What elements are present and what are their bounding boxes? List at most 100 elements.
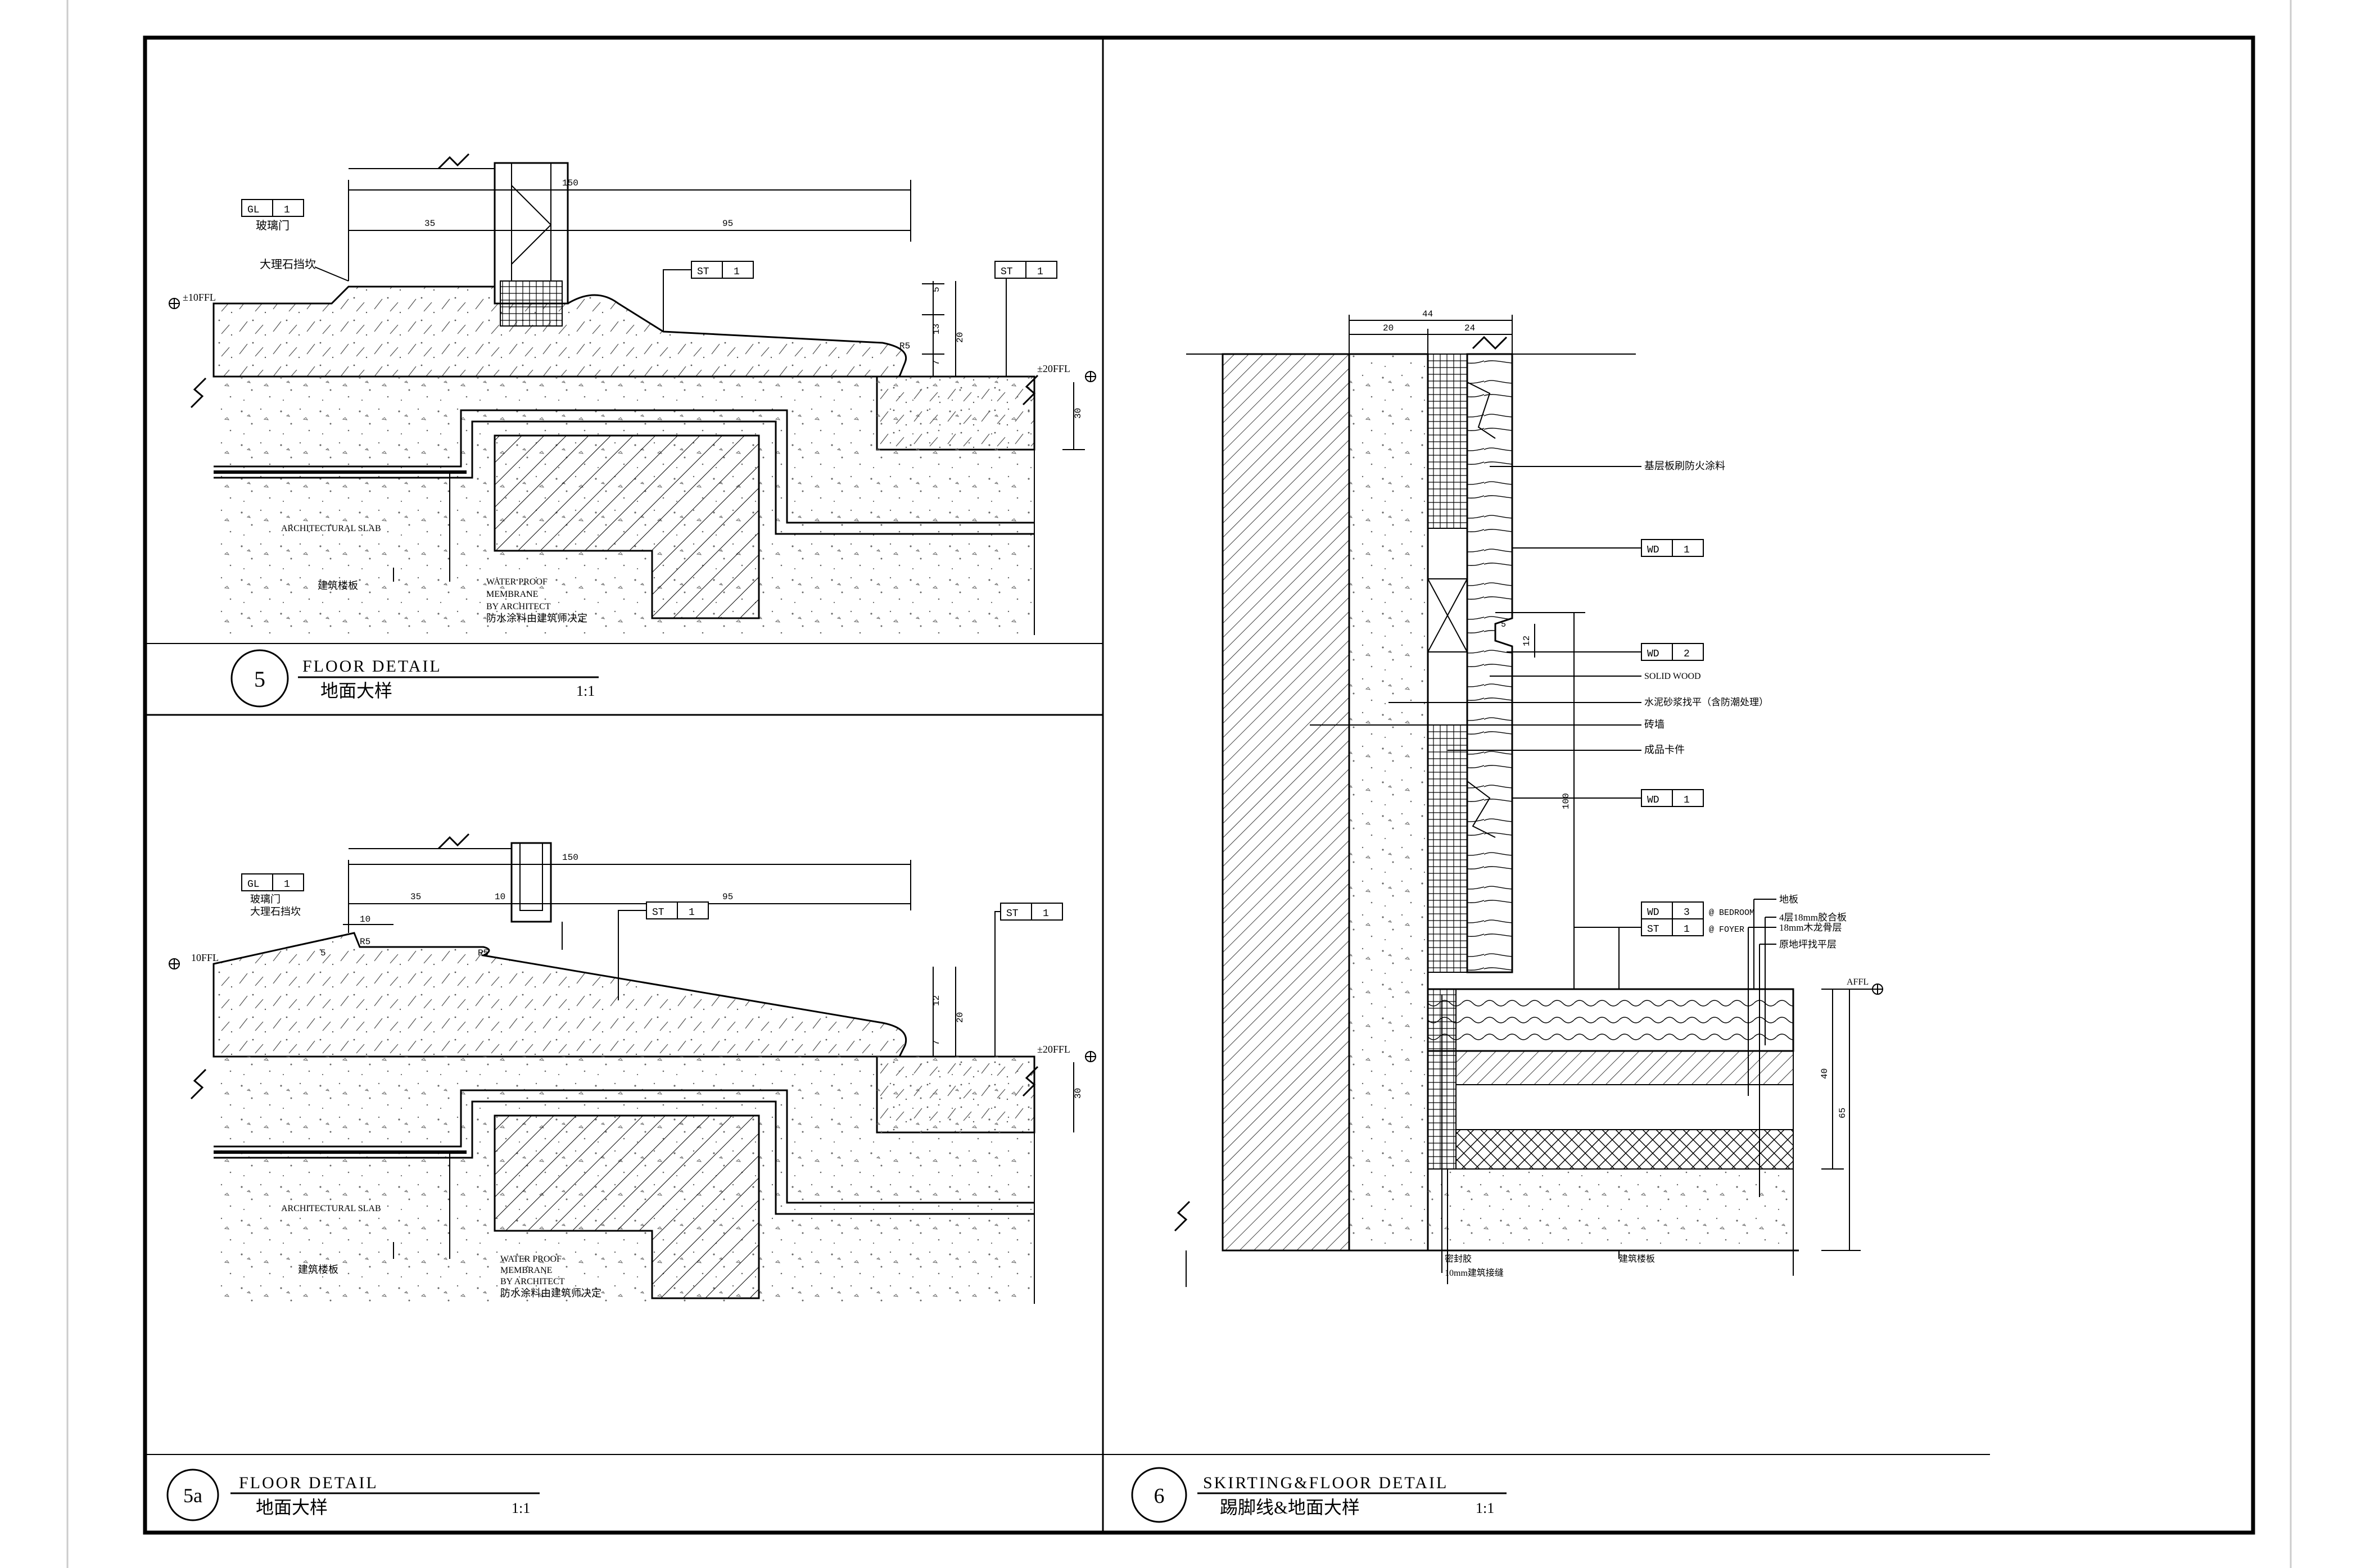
svg-text:3: 3 [1684, 907, 1690, 918]
svg-text:1: 1 [1043, 908, 1049, 919]
subtitle-5: 地面大样 [320, 681, 392, 701]
tag-wd2: WD 2 [1641, 643, 1704, 661]
svg-text:玻璃门: 玻璃门 [250, 894, 281, 905]
svg-text:ST: ST [1006, 908, 1019, 919]
svg-text:R5: R5 [899, 341, 910, 351]
tag-wd1b: WD 1 [1641, 789, 1704, 807]
svg-text:ST: ST [697, 266, 709, 278]
svg-text:建筑楼板: 建筑楼板 [1619, 1254, 1655, 1264]
svg-text:砖墙: 砖墙 [1644, 719, 1665, 730]
title-block-6: 6 SKIRTING&FLOOR DETAIL 踢脚线&地面大样 1:1 [1103, 1454, 1990, 1523]
subtitle-6: 踢脚线&地面大样 [1220, 1497, 1360, 1517]
svg-text:@ FOYER: @ FOYER [1709, 925, 1744, 935]
svg-text:20: 20 [955, 332, 965, 343]
floor-finish-layer [1427, 988, 1794, 1052]
svg-text:13: 13 [931, 324, 942, 334]
svg-text:WATER PROOF: WATER PROOF [500, 1254, 562, 1264]
svg-text:7: 7 [931, 1040, 942, 1045]
svg-text:防水涂料由建筑师决定: 防水涂料由建筑师决定 [486, 613, 587, 624]
svg-text:MEMBRANE: MEMBRANE [500, 1266, 552, 1275]
svg-text:95: 95 [722, 892, 733, 902]
title-block-5: 5 FLOOR DETAIL 地面大样 1:1 [145, 643, 1103, 708]
svg-text:10mm建筑接缝: 10mm建筑接缝 [1445, 1268, 1504, 1278]
svg-text:65: 65 [1838, 1108, 1848, 1118]
scale-5a: 1:1 [512, 1500, 530, 1516]
floor-slab-6 [1428, 1169, 1793, 1250]
svg-text:成品卡件: 成品卡件 [1644, 744, 1685, 755]
svg-text:1: 1 [284, 879, 290, 890]
detail-number-6: 6 [1154, 1484, 1165, 1508]
detail-5a-drawing: GL 1 ST 1 ST 1 玻璃门 大理石挡坎 10FFL ±20FFL AR… [169, 833, 1096, 1304]
stone-threshold-5a [212, 932, 907, 1058]
sheet-frame [66, 0, 2292, 1568]
svg-text:35: 35 [424, 219, 435, 229]
svg-text:20: 20 [955, 1012, 965, 1023]
svg-text:AFFL: AFFL [1847, 977, 1869, 987]
svg-text:基层板刷防火涂料: 基层板刷防火涂料 [1644, 460, 1725, 472]
svg-text:水泥砂浆找平（含防潮处理）: 水泥砂浆找平（含防潮处理） [1644, 697, 1769, 708]
title-block-5a: 5a FLOOR DETAIL 地面大样 1:1 [145, 1454, 1103, 1521]
tag-wd1: WD 1 [1641, 539, 1704, 557]
svg-text:WD: WD [1647, 545, 1659, 556]
detail-6-drawing: WD 1 WD 2 WD 1 WD 3 @ BEDROOM ST 1 @ F [1174, 309, 1883, 1287]
svg-text:1: 1 [1037, 266, 1043, 278]
svg-text:1: 1 [1684, 795, 1690, 806]
svg-text:30: 30 [1073, 1088, 1083, 1099]
tag-gl-5a: GL 1 [241, 873, 304, 891]
title-5a: FLOOR DETAIL [239, 1474, 378, 1492]
svg-text:ARCHITECTURAL SLAB: ARCHITECTURAL SLAB [281, 1204, 381, 1213]
tag-st-5a-a: ST 1 [646, 901, 709, 919]
svg-text:1: 1 [1684, 924, 1690, 935]
svg-text:1: 1 [734, 266, 740, 278]
svg-text:2: 2 [1684, 649, 1690, 660]
svg-text:防水涂料由建筑师决定: 防水涂料由建筑师决定 [500, 1288, 601, 1299]
tag-st-5a: ST 1 [691, 261, 754, 279]
svg-text:10: 10 [495, 892, 505, 902]
svg-text:95: 95 [722, 219, 733, 229]
glass-door-frame [494, 162, 569, 305]
svg-text:12: 12 [931, 995, 942, 1006]
structural-beam-5a [494, 1114, 760, 1299]
svg-text:1: 1 [284, 205, 290, 216]
svg-text:@ BEDROOM: @ BEDROOM [1709, 908, 1754, 918]
detail-5-drawing: GL 1 ST 1 ST 1 玻璃门 大理石挡坎 ±10FFL ±20FFL A… [169, 153, 1096, 635]
tag-st-5b: ST 1 [994, 261, 1057, 279]
slab-label: ARCHITECTURAL SLAB [281, 524, 381, 533]
svg-text:WD: WD [1647, 795, 1659, 806]
svg-text:R5: R5 [478, 948, 489, 958]
tag-wd3: WD 3 @ BEDROOM [1641, 901, 1754, 919]
svg-text:20: 20 [1383, 323, 1394, 333]
svg-text:150: 150 [562, 178, 578, 188]
svg-text:35: 35 [410, 892, 421, 902]
svg-text:地板: 地板 [1779, 894, 1798, 905]
svg-text:ST: ST [1647, 924, 1659, 935]
svg-text:±20FFL: ±20FFL [1037, 1044, 1070, 1055]
svg-text:5: 5 [931, 287, 942, 292]
svg-text:1: 1 [1684, 545, 1690, 556]
title-5: FLOOR DETAIL [302, 657, 442, 676]
svg-text:WATER PROOF: WATER PROOF [486, 577, 548, 587]
svg-text:WD: WD [1647, 649, 1659, 660]
svg-text:R5: R5 [360, 937, 370, 947]
svg-text:24: 24 [1464, 323, 1475, 333]
detail-number-5a: 5a [183, 1484, 202, 1507]
ffl-right: ±20FFL [1037, 363, 1070, 374]
svg-text:100: 100 [1561, 793, 1571, 809]
slab-label-cn: 建筑楼板 [318, 580, 358, 591]
svg-text:1: 1 [689, 907, 695, 918]
glass-door-frame-5a [510, 842, 552, 923]
tag-st1: ST 1 @ FOYER [1641, 918, 1744, 936]
screed-layer [1455, 1129, 1794, 1170]
detail-number-5: 5 [254, 667, 265, 692]
scale-5: 1:1 [576, 683, 595, 699]
svg-text:5: 5 [320, 948, 326, 958]
skirting-board [1466, 353, 1513, 973]
masonry-wall [1222, 353, 1350, 1252]
svg-text:大理石挡坎: 大理石挡坎 [250, 906, 301, 917]
svg-text:WD: WD [1647, 907, 1659, 918]
svg-text:MEMBRANE: MEMBRANE [486, 590, 538, 599]
svg-text:密封胶: 密封胶 [1445, 1254, 1472, 1264]
structural-beam [494, 434, 760, 619]
ffl-left: ±10FFL [183, 292, 216, 303]
label-glass-door: 玻璃门 [256, 219, 290, 232]
